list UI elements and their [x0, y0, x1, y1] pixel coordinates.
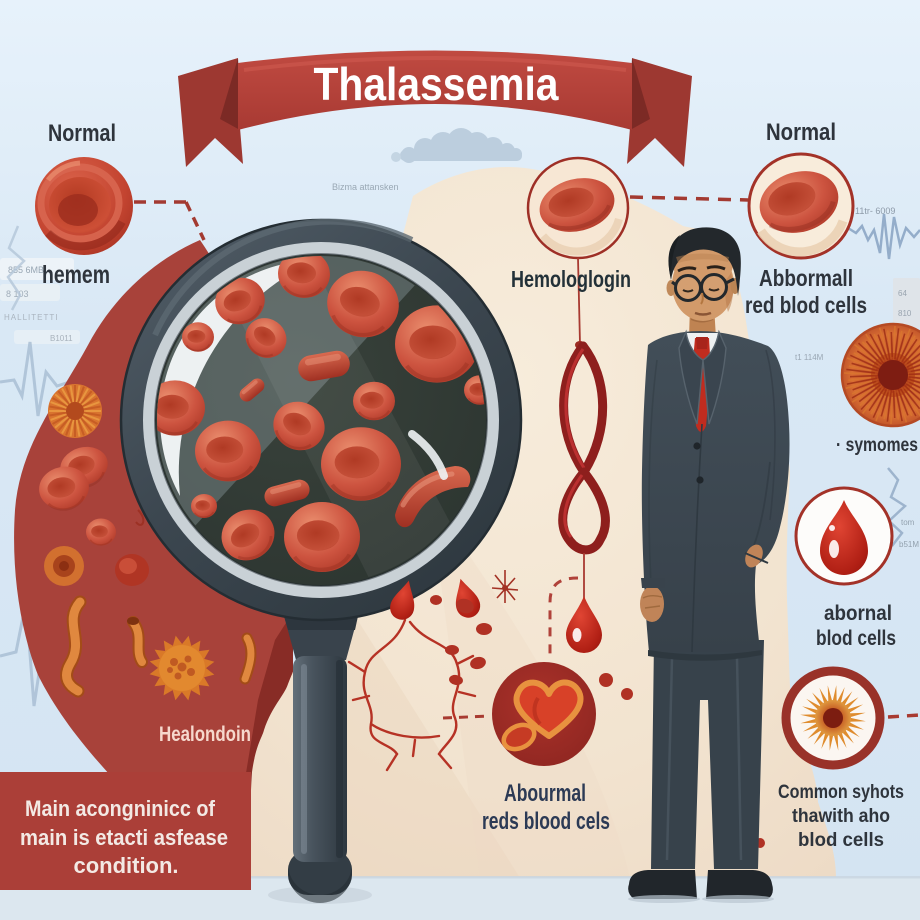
svg-text:Bizma attansken: Bizma attansken	[332, 182, 399, 192]
svg-text:abornal: abornal	[824, 602, 892, 625]
svg-text:Common syhots: Common syhots	[778, 782, 904, 803]
svg-text:Normal: Normal	[766, 119, 836, 146]
svg-text:red blod cells: red blod cells	[745, 292, 867, 318]
svg-text:Abbormall: Abbormall	[759, 265, 853, 291]
svg-text:main is etacti asfease: main is etacti asfease	[20, 825, 228, 850]
svg-text:8 103: 8 103	[6, 289, 29, 299]
svg-text:Thalassemia: Thalassemia	[314, 58, 559, 110]
svg-text:810: 810	[898, 309, 912, 318]
svg-text:11tr- 6009: 11tr- 6009	[855, 206, 895, 216]
svg-text:t1 114M: t1 114M	[795, 353, 824, 362]
svg-text:B1011: B1011	[50, 334, 73, 343]
svg-text:HALLITETTI: HALLITETTI	[4, 313, 58, 322]
svg-text:blod cells: blod cells	[816, 627, 896, 650]
svg-text:Hemologlogin: Hemologlogin	[511, 266, 631, 292]
svg-text:· symomes: · symomes	[836, 435, 918, 456]
svg-text:64: 64	[898, 289, 907, 298]
svg-text:Main acongninicc of: Main acongninicc of	[25, 796, 216, 821]
svg-text:b51M: b51M	[899, 540, 919, 549]
svg-text:Normal: Normal	[48, 120, 116, 147]
svg-text:tom: tom	[901, 518, 915, 527]
svg-text:thawith aho: thawith aho	[792, 806, 890, 827]
svg-text:hemem: hemem	[42, 261, 110, 289]
svg-text:condition.: condition.	[73, 853, 178, 878]
svg-text:855 6MB: 855 6MB	[8, 265, 44, 275]
svg-text:blod cells: blod cells	[798, 830, 884, 851]
svg-text:Abourmal: Abourmal	[504, 780, 586, 807]
svg-text:reds blood cels: reds blood cels	[482, 808, 610, 835]
svg-text:Healondoin: Healondoin	[159, 723, 251, 746]
